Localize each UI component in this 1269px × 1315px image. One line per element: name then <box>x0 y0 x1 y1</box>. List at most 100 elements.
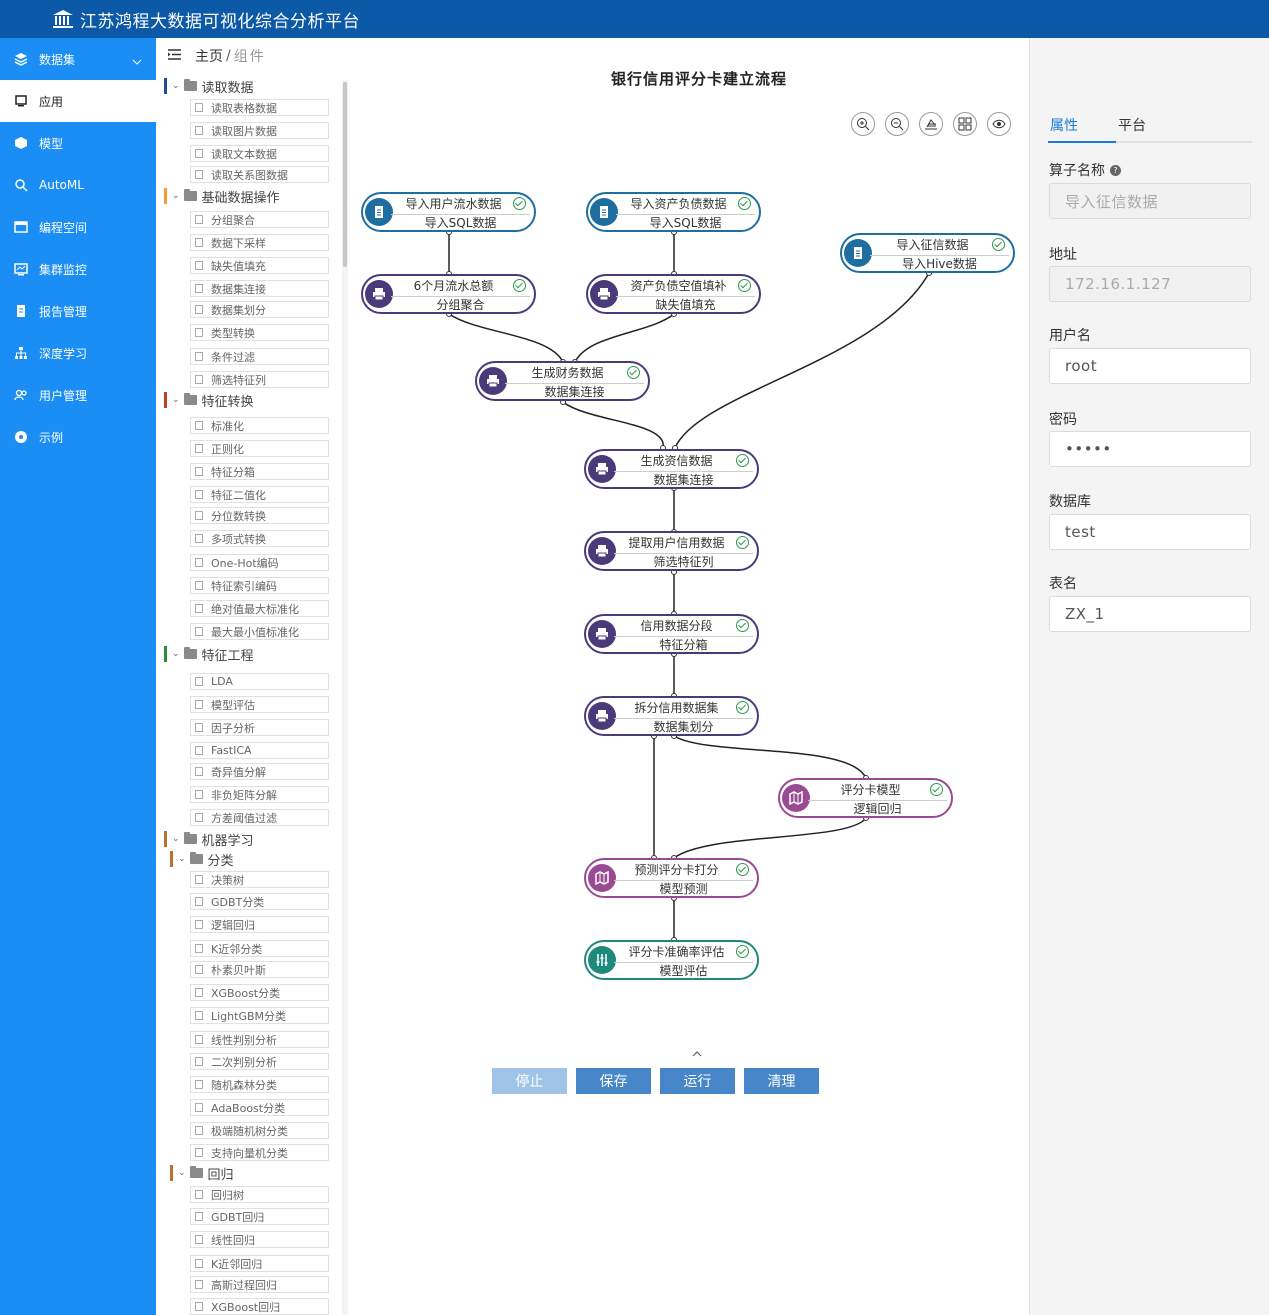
table-name-input[interactable]: ZX_1 <box>1049 596 1251 632</box>
sidebar-item-reports[interactable]: 报告管理 <box>0 290 156 332</box>
tree-leaf[interactable]: 因子分析 <box>190 719 329 736</box>
flow-node[interactable]: 评分卡模型 逻辑回归 <box>778 778 953 818</box>
tree-leaf[interactable]: 决策树 <box>190 871 329 888</box>
flow-canvas[interactable]: 银行信用评分卡建立流程 <box>349 62 1029 1315</box>
database-input[interactable]: test <box>1049 514 1251 550</box>
tree-leaf[interactable]: 条件过滤 <box>190 348 329 365</box>
tree-leaf[interactable]: 数据下采样 <box>190 234 329 251</box>
breadcrumb-home[interactable]: 主页 <box>195 49 223 65</box>
tree-leaf[interactable]: 类型转换 <box>190 324 329 341</box>
tree-leaf[interactable]: 高斯过程回归 <box>190 1276 329 1293</box>
flow-node[interactable]: 导入用户流水数据 导入SQL数据 <box>361 192 536 232</box>
tab-platform[interactable]: 平台 <box>1118 118 1146 134</box>
tree-leaf[interactable]: 线性回归 <box>190 1231 329 1248</box>
sidebar-item-cluster[interactable]: 集群监控 <box>0 248 156 290</box>
tree-leaf[interactable]: 标准化 <box>190 417 329 434</box>
tree-leaf[interactable]: 正则化 <box>190 440 329 457</box>
tree-leaf[interactable]: GDBT分类 <box>190 893 329 910</box>
address-input[interactable]: 172.16.1.127 <box>1049 266 1251 302</box>
flow-node[interactable]: 评分卡准确率评估 模型评估 <box>584 940 759 980</box>
tree-leaf[interactable]: FastICA <box>190 742 329 759</box>
username-input[interactable]: root <box>1049 348 1251 384</box>
layout-icon[interactable] <box>919 112 943 136</box>
tree-leaf[interactable]: 朴素贝叶斯 <box>190 961 329 978</box>
tree-leaf[interactable]: 方差阈值过滤 <box>190 809 329 826</box>
sidebar-item-deeplearning[interactable]: 深度学习 <box>0 332 156 374</box>
flow-node[interactable]: 提取用户信用数据 筛选特征列 <box>584 531 759 571</box>
tree-leaf[interactable]: 极端随机树分类 <box>190 1122 329 1139</box>
clear-button[interactable]: 清理 <box>744 1068 819 1094</box>
sidebar-item-models[interactable]: 模型 <box>0 122 156 164</box>
tree-category[interactable]: ⌄读取数据 <box>164 77 254 96</box>
tree-leaf[interactable]: 回归树 <box>190 1186 329 1203</box>
tree-leaf[interactable]: 绝对值最大标准化 <box>190 600 329 617</box>
tree-leaf[interactable]: 奇异值分解 <box>190 763 329 780</box>
run-button[interactable]: 运行 <box>660 1068 735 1094</box>
sidebar-item-examples[interactable]: 示例 <box>0 416 156 458</box>
flow-node[interactable]: 导入征信数据 导入Hive数据 <box>840 233 1015 273</box>
grid-icon[interactable] <box>953 112 977 136</box>
tree-leaf[interactable]: K近邻回归 <box>190 1255 329 1272</box>
tree-category[interactable]: ⌄基础数据操作 <box>164 187 280 206</box>
tree-leaf[interactable]: 分组聚合 <box>190 211 329 228</box>
flow-node[interactable]: 资产负债空值填补 缺失值填充 <box>586 274 761 314</box>
eye-icon[interactable] <box>987 112 1011 136</box>
tree-leaf[interactable]: 读取关系图数据 <box>190 166 329 183</box>
tree-leaf[interactable]: K近邻分类 <box>190 940 329 957</box>
tree-leaf[interactable]: XGBoost回归 <box>190 1298 329 1315</box>
tree-leaf[interactable]: 读取图片数据 <box>190 122 329 139</box>
tree-leaf[interactable]: 逻辑回归 <box>190 916 329 933</box>
tree-category[interactable]: ⌄特征工程 <box>164 645 254 664</box>
tree-leaf[interactable]: One-Hot编码 <box>190 554 329 571</box>
tree-leaf[interactable]: 数据集划分 <box>190 301 329 318</box>
tree-leaf[interactable]: 模型评估 <box>190 696 329 713</box>
flow-node[interactable]: 6个月流水总额 分组聚合 <box>361 274 536 314</box>
tree-leaf[interactable]: 最大最小值标准化 <box>190 623 329 640</box>
tree-leaf[interactable]: LDA <box>190 673 329 690</box>
flow-node[interactable]: 导入资产负债数据 导入SQL数据 <box>586 192 761 232</box>
sidebar-item-datasets[interactable]: 数据集 <box>0 38 156 80</box>
flow-node[interactable]: 生成资信数据 数据集连接 <box>584 449 759 489</box>
flow-node[interactable]: 信用数据分段 特征分箱 <box>584 614 759 654</box>
tree-leaf[interactable]: 读取文本数据 <box>190 145 329 162</box>
tree-leaf[interactable]: 数据集连接 <box>190 280 329 297</box>
zoom-in-icon[interactable] <box>851 112 875 136</box>
tree-scrollbar-thumb[interactable] <box>343 82 347 267</box>
tree-leaf[interactable]: 随机森林分类 <box>190 1076 329 1093</box>
tree-leaf[interactable]: 特征分箱 <box>190 463 329 480</box>
tree-leaf[interactable]: XGBoost分类 <box>190 984 329 1001</box>
flow-node[interactable]: 生成财务数据 数据集连接 <box>475 361 650 401</box>
tree-leaf[interactable]: 分位数转换 <box>190 507 329 524</box>
tree-leaf[interactable]: GDBT回归 <box>190 1208 329 1225</box>
tree-leaf[interactable]: 二次判别分析 <box>190 1053 329 1070</box>
tree-leaf[interactable]: 线性判别分析 <box>190 1031 329 1048</box>
flow-node[interactable]: 拆分信用数据集 数据集划分 <box>584 696 759 736</box>
tree-leaf[interactable]: 读取表格数据 <box>190 99 329 116</box>
tree-leaf[interactable]: 支持向量机分类 <box>190 1144 329 1161</box>
save-button[interactable]: 保存 <box>576 1068 651 1094</box>
zoom-out-icon[interactable] <box>885 112 909 136</box>
chevron-up-icon[interactable] <box>692 1046 702 1060</box>
password-input[interactable]: ••••• <box>1049 431 1251 467</box>
tree-scrollbar[interactable] <box>342 80 348 1315</box>
tree-leaf[interactable]: 非负矩阵分解 <box>190 786 329 803</box>
tab-properties[interactable]: 属性 <box>1048 113 1116 143</box>
flow-node[interactable]: 预测评分卡打分 模型预测 <box>584 858 759 898</box>
tree-leaf[interactable]: LightGBM分类 <box>190 1007 329 1024</box>
tree-subcategory[interactable]: ⌄分类 <box>170 850 234 869</box>
tree-leaf[interactable]: 筛选特征列 <box>190 371 329 388</box>
tree-leaf[interactable]: 缺失值填充 <box>190 257 329 274</box>
sidebar-item-users[interactable]: 用户管理 <box>0 374 156 416</box>
sidebar-item-automl[interactable]: AutoML <box>0 164 156 206</box>
tree-leaf[interactable]: 特征二值化 <box>190 486 329 503</box>
tree-leaf[interactable]: 特征索引编码 <box>190 577 329 594</box>
operator-name-input[interactable]: 导入征信数据 <box>1049 183 1251 219</box>
tree-subcategory[interactable]: ⌄回归 <box>170 1164 234 1183</box>
sidebar-item-workspace[interactable]: 编程空间 <box>0 206 156 248</box>
tree-leaf[interactable]: AdaBoost分类 <box>190 1099 329 1116</box>
tree-category[interactable]: ⌄特征转换 <box>164 391 254 410</box>
sidebar-item-apps[interactable]: 应用 <box>0 80 156 122</box>
tree-leaf[interactable]: 多项式转换 <box>190 530 329 547</box>
tree-category[interactable]: ⌄机器学习 <box>164 830 254 849</box>
help-icon[interactable]: ? <box>1110 164 1121 176</box>
